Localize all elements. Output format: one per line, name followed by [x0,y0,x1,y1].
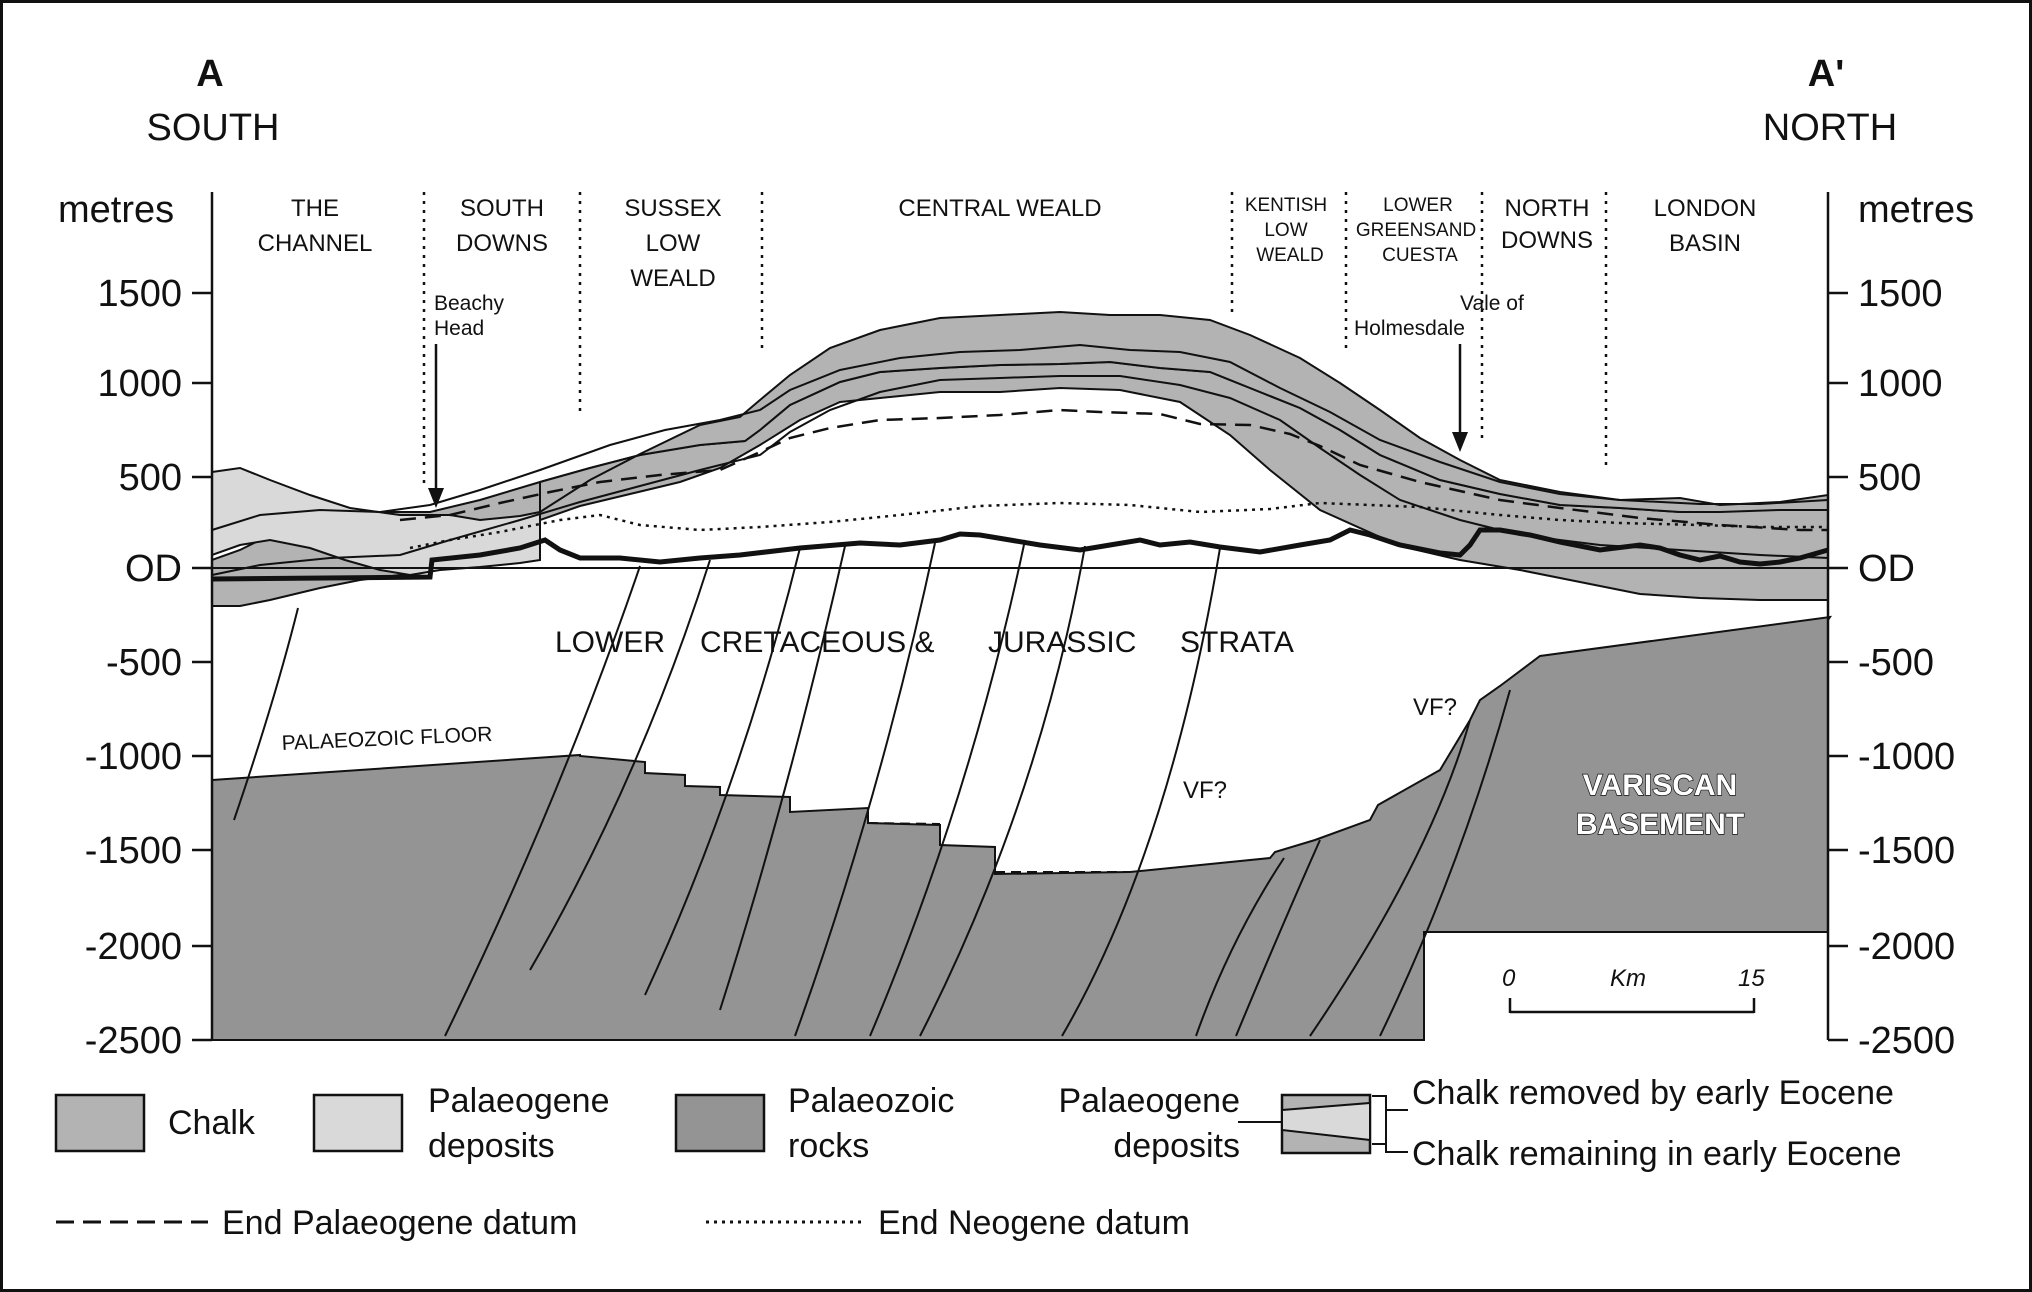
scale-unit: Km [1610,965,1646,992]
svg-text:-2000: -2000 [1858,926,1955,968]
zone-sussex-3: WEALD [630,265,715,292]
base-of-chalk-unconformity [211,527,1829,582]
legend-palaeozoic-label-2: rocks [788,1127,869,1165]
left-tick-labels: 1500 1000 500 OD -500 -1000 -1500 -2000 … [85,273,182,1062]
legend-chalk-label: Chalk [168,1104,256,1142]
dashed-floor-segment-1 [867,822,941,825]
zone-greensand-3: CUESTA [1382,245,1458,266]
zone-south-downs-1: SOUTH [460,195,544,222]
vf-label-1: VF? [1183,777,1227,804]
legend-palaeogene-label-1: Palaeogene [428,1082,610,1120]
right-tick-labels: 1500 1000 500 OD -500 -1000 -1500 -2000 … [1858,273,1955,1062]
zone-sussex-1: SUSSEX [624,195,721,222]
svg-text:-1500: -1500 [1858,830,1955,872]
zone-london-2: BASIN [1669,230,1741,257]
strata-word-2: CRETACEOUS & [700,626,934,659]
zone-south-downs-2: DOWNS [456,230,548,257]
basement-label-1: VARISCAN [1583,769,1737,802]
svg-text:OD: OD [125,548,182,590]
svg-text:OD: OD [1858,548,1915,590]
svg-text:1500: 1500 [97,273,182,315]
svg-text:-500: -500 [106,642,182,684]
chalk-dome-top [539,310,1829,514]
legend-palaeogene2-label-2: deposits [1113,1127,1240,1165]
right-axis [1826,192,1848,1042]
fault-lines [233,539,1511,1037]
zone-central-weald: CENTRAL WEALD [898,195,1101,222]
legend-palaeogene-swatch [312,1093,404,1153]
end-palaeogene-datum-line [399,408,1828,532]
vf-label-2: VF? [1413,694,1457,721]
left-direction: SOUTH [147,107,280,149]
strata-word-3: JURASSIC [988,626,1136,659]
svg-text:1000: 1000 [1858,363,1943,405]
right-letter: A' [1808,53,1844,95]
legend-eocene-swatch [1238,1093,1408,1155]
zone-labels: THE CHANNEL SOUTH DOWNS SUSSEX LOW WEALD… [258,195,1757,292]
left-letter: A [196,53,223,95]
vale-label-2: Holmesdale [1354,317,1465,340]
beachy-head-label-1: Beachy [434,292,505,315]
left-axis-unit: metres [58,189,174,231]
legend-chalk-remaining-label: Chalk remaining in early Eocene [1412,1135,1901,1173]
zone-north-downs-2: DOWNS [1501,227,1593,254]
svg-text:-1000: -1000 [1858,736,1955,778]
left-axis [192,192,214,1042]
svg-text:500: 500 [1858,457,1921,499]
legend-end-neogene-label: End Neogene datum [878,1204,1190,1242]
vale-label-1: Vale of [1460,292,1524,315]
zone-kentish-2: LOW [1264,220,1307,241]
legend-palaeogene2-label-1: Palaeogene [1058,1082,1240,1120]
svg-text:-500: -500 [1858,642,1934,684]
legend-palaeozoic-swatch [674,1093,766,1153]
legend-chalk-swatch [54,1093,146,1153]
palaeozoic-floor-label: PALAEOZOIC FLOOR [281,723,493,755]
scale-end: 15 [1738,965,1765,992]
svg-text:1000: 1000 [97,363,182,405]
right-axis-unit: metres [1858,189,1974,231]
svg-text:-2500: -2500 [85,1020,182,1062]
end-neogene-datum-line [409,501,1828,550]
zone-north-downs-1: NORTH [1505,195,1590,222]
zone-channel-1: THE [291,195,339,222]
legend-palaeozoic-label-1: Palaeozoic [788,1082,954,1120]
dome-strata-line-1 [211,343,1829,531]
right-direction: NORTH [1763,107,1897,149]
svg-text:500: 500 [119,457,182,499]
vale-arrow [1452,344,1468,452]
svg-text:-1000: -1000 [85,736,182,778]
zone-kentish-3: WEALD [1256,245,1324,266]
svg-text:1500: 1500 [1858,273,1943,315]
scale-bar [1508,998,1756,1014]
zone-greensand-2: GREENSAND [1356,220,1476,241]
zone-london-1: LONDON [1654,195,1757,222]
zone-channel-2: CHANNEL [258,230,373,257]
basement-label-2: BASEMENT [1576,808,1744,841]
legend-palaeogene-label-2: deposits [428,1127,555,1165]
dome-strata-line-2 [211,375,1829,576]
zone-kentish-1: KENTISH [1245,195,1327,216]
svg-text:-2500: -2500 [1858,1020,1955,1062]
legend-end-palaeogene-label: End Palaeogene datum [222,1204,577,1242]
svg-text:-1500: -1500 [85,830,182,872]
strata-word-4: STRATA [1180,626,1294,659]
scale-start: 0 [1502,965,1516,992]
strata-word-1: LOWER [555,626,665,659]
zone-sussex-2: LOW [646,230,701,257]
zone-dividers [422,192,1608,485]
beachy-head-label-2: Head [434,317,484,340]
zone-greensand-1: LOWER [1383,195,1453,216]
svg-text:-2000: -2000 [85,926,182,968]
palaeogene-deposits-area [211,466,541,577]
beachy-head-arrow [428,344,444,508]
legend-chalk-removed-label: Chalk removed by early Eocene [1412,1074,1894,1112]
